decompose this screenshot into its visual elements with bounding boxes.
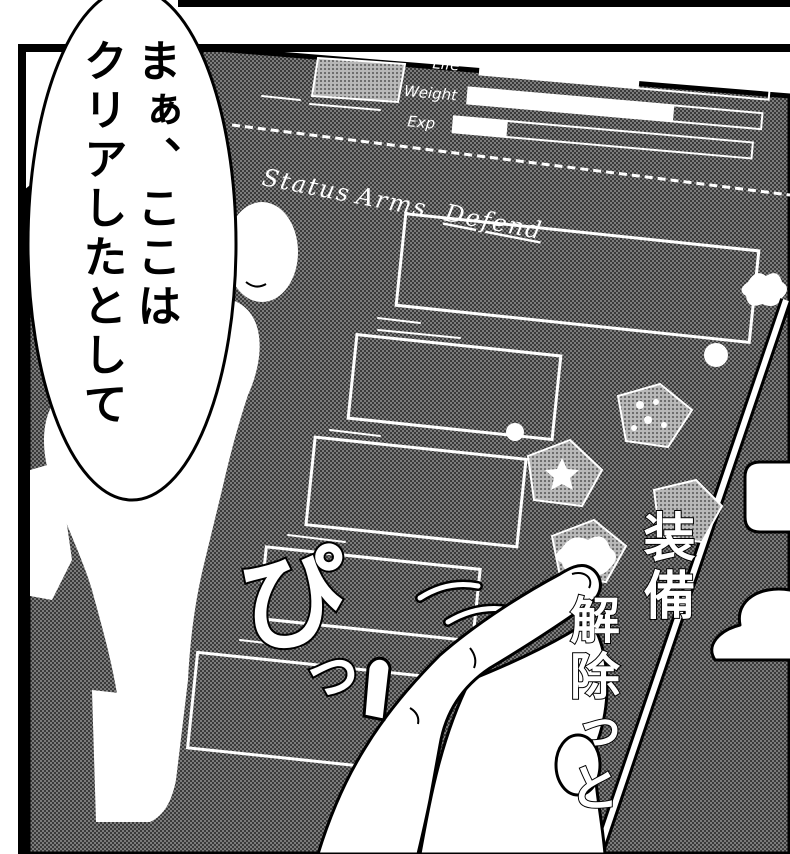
equipment-slot xyxy=(304,435,528,549)
small-finger xyxy=(362,656,392,722)
tablet-header-icon xyxy=(310,56,407,104)
gem-sparkle-icon xyxy=(631,399,667,431)
slot-caption-line xyxy=(377,329,461,339)
stat-exp-bar-fill xyxy=(452,116,508,137)
panel-frame-top xyxy=(18,44,790,52)
stat-exp: Exp xyxy=(407,112,754,160)
tablet-header-lines xyxy=(261,95,381,111)
ink-splash xyxy=(741,273,787,306)
slot-marker xyxy=(506,423,524,441)
handwritten-note-equip: 装備 xyxy=(633,509,695,627)
fingernail xyxy=(571,572,592,589)
scrollbar xyxy=(595,299,789,854)
previous-panel-border xyxy=(178,0,790,7)
stat-life-bar-fill xyxy=(479,58,641,89)
pentagon-icon-gem xyxy=(616,382,694,449)
character-head xyxy=(226,202,298,302)
speech-bubble xyxy=(26,0,238,502)
header-line xyxy=(309,103,381,111)
knuckle-line xyxy=(469,647,477,669)
character-leg xyxy=(92,690,138,822)
stat-weight-bar-fill xyxy=(467,87,675,122)
pentagon-icon-armor xyxy=(652,478,724,544)
slot-caption-line xyxy=(287,534,346,543)
slot-caption-line xyxy=(377,317,421,324)
knuckle-line xyxy=(409,707,420,725)
sparkle-dot xyxy=(631,425,637,431)
character-face-line xyxy=(245,281,267,288)
motion-line xyxy=(417,582,481,601)
stat-exp-label: Exp xyxy=(407,112,436,132)
sparkle-dot xyxy=(636,401,644,409)
handwritten-note-unequip: 解除っと xyxy=(561,593,621,819)
equipment-icon-cluster xyxy=(526,382,724,584)
sparkle-dot xyxy=(661,422,667,428)
header-divider xyxy=(231,123,790,197)
slot-marker xyxy=(704,343,728,367)
sparkle-dot xyxy=(653,399,659,405)
sound-effect-small-tsu: っ xyxy=(296,632,368,713)
side-hand xyxy=(710,587,790,662)
equipment-slot xyxy=(346,332,563,442)
speech-bubble-text: まぁ、ここは クリアしたとして xyxy=(74,38,181,490)
stat-life-label: Life xyxy=(432,54,461,74)
tap-flash-icon xyxy=(556,536,616,576)
stats-panel: Life Weight Exp xyxy=(403,54,772,160)
panel-frame-left xyxy=(18,44,26,854)
sparkle-dot xyxy=(644,416,652,424)
header-line xyxy=(261,95,301,101)
slot-caption-line xyxy=(329,429,381,437)
character-arm xyxy=(30,462,72,600)
speech-bubble-line: クリアしたとして xyxy=(75,38,127,430)
stat-weight-label: Weight xyxy=(403,82,459,105)
stat-weight: Weight xyxy=(403,82,764,131)
equipment-slot xyxy=(257,545,482,643)
curled-finger xyxy=(554,733,602,797)
index-finger xyxy=(316,564,602,854)
side-cushion xyxy=(743,460,790,534)
stat-life: Life xyxy=(432,54,772,101)
pointing-hand xyxy=(316,564,609,854)
speech-bubble-line: まぁ、ここは xyxy=(129,38,181,332)
slot-caption-line xyxy=(239,639,301,648)
star-icon xyxy=(545,458,579,490)
